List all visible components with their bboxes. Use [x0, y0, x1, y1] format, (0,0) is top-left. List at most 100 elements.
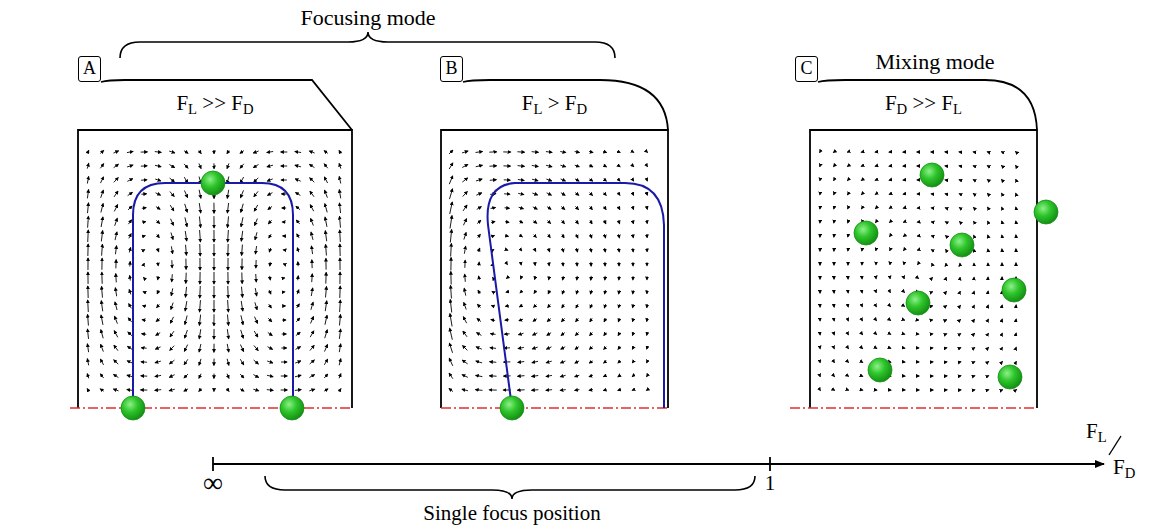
velocity-arrow: [532, 361, 538, 362]
velocity-arrow: [819, 151, 821, 152]
velocity-arrow: [973, 221, 975, 222]
velocity-arrow: [520, 235, 523, 237]
velocity-arrow: [227, 272, 228, 284]
velocity-arrow: [253, 375, 258, 378]
velocity-arrow: [492, 291, 494, 292]
velocity-arrow: [987, 193, 988, 194]
velocity-arrow: [241, 258, 242, 269]
velocity-arrow: [171, 246, 172, 253]
mode-title: Mixing mode: [875, 50, 994, 74]
velocity-arrow: [889, 221, 890, 223]
velocity-arrow: [310, 178, 315, 182]
velocity-arrow: [604, 248, 606, 252]
velocity-arrow: [875, 165, 877, 167]
velocity-arrow: [917, 165, 919, 166]
velocity-arrow: [506, 235, 509, 237]
velocity-arrow: [632, 220, 634, 223]
velocity-arrow: [973, 235, 975, 237]
velocity-arrow: [959, 207, 960, 209]
velocity-arrow: [87, 344, 88, 352]
velocity-arrow: [213, 230, 214, 242]
velocity-arrow: [903, 389, 905, 390]
velocity-arrow: [547, 333, 551, 336]
velocity-arrow: [185, 316, 187, 325]
velocity-arrow: [449, 343, 452, 353]
velocity-arrow: [254, 345, 258, 350]
velocity-arrow: [449, 150, 453, 154]
velocity-arrow: [490, 347, 496, 349]
velocity-arrow: [532, 193, 537, 195]
velocity-arrow: [931, 151, 933, 152]
velocity-arrow: [143, 277, 145, 278]
velocity-arrow: [476, 347, 482, 349]
velocity-arrow: [114, 191, 118, 197]
velocity-arrow: [618, 375, 620, 376]
velocity-arrow: [101, 258, 102, 270]
particles: [121, 163, 1058, 420]
velocity-arrow: [945, 347, 947, 348]
velocity-arrow: [325, 301, 327, 311]
velocity-arrow: [917, 221, 918, 222]
velocity-arrow: [141, 179, 147, 180]
velocity-arrow: [1001, 263, 1002, 265]
velocity-arrow: [819, 179, 820, 180]
velocity-arrow: [590, 206, 593, 209]
velocity-arrow: [875, 151, 877, 152]
velocity-arrow: [861, 193, 862, 194]
particle: [998, 365, 1022, 389]
velocity-arrow: [945, 375, 947, 376]
velocity-arrow: [1015, 193, 1017, 195]
velocity-arrow: [532, 347, 537, 349]
velocity-arrow: [101, 272, 102, 284]
velocity-arrow: [129, 248, 130, 253]
velocity-arrow: [987, 151, 989, 152]
velocity-arrow: [184, 345, 187, 352]
velocity-arrow: [561, 193, 565, 196]
symmetry-line: [441, 407, 668, 408]
velocity-arrow: [847, 179, 848, 180]
velocity-arrow: [632, 361, 633, 363]
velocity-arrow: [903, 151, 905, 152]
velocity-arrow: [310, 345, 314, 350]
velocity-arrow: [646, 290, 647, 293]
velocity-arrow: [959, 277, 960, 278]
velocity-arrow: [155, 375, 161, 376]
velocity-arrow: [548, 262, 549, 265]
velocity-arrow: [646, 347, 648, 349]
velocity-arrow: [478, 290, 480, 294]
velocity-arrow: [100, 359, 103, 365]
velocity-arrow: [101, 301, 102, 312]
velocity-arrow: [169, 389, 175, 391]
velocity-arrow: [141, 375, 147, 376]
velocity-arrow: [987, 235, 989, 237]
velocity-arrow: [311, 218, 314, 225]
velocity-arrow: [861, 389, 863, 390]
velocity-arrow: [632, 290, 633, 294]
velocity-arrow: [847, 347, 849, 348]
velocity-arrow: [241, 245, 243, 256]
velocity-arrow: [561, 347, 565, 349]
velocity-arrow: [861, 151, 863, 152]
velocity-arrow: [646, 207, 648, 210]
velocity-arrow: [155, 151, 161, 153]
velocity-arrow: [185, 245, 187, 255]
velocity-arrow: [339, 359, 341, 366]
velocity-arrow: [590, 290, 591, 294]
velocity-arrow: [632, 333, 633, 336]
velocity-arrow: [931, 305, 932, 306]
velocity-arrow: [310, 205, 313, 211]
velocity-arrow: [889, 305, 891, 306]
velocity-arrow: [87, 216, 89, 227]
velocity-arrow: [819, 221, 820, 223]
velocity-arrow: [917, 193, 919, 194]
velocity-arrow: [959, 179, 961, 181]
velocity-arrow: [1001, 249, 1002, 251]
velocity-arrow: [847, 389, 848, 391]
velocity-arrow: [478, 248, 480, 252]
velocity-arrow: [339, 216, 341, 227]
velocity-arrow: [87, 389, 89, 392]
velocity-arrow: [157, 304, 160, 307]
velocity-arrow: [646, 151, 647, 152]
velocity-arrow: [889, 151, 891, 152]
symmetry-lines: [70, 407, 1037, 408]
